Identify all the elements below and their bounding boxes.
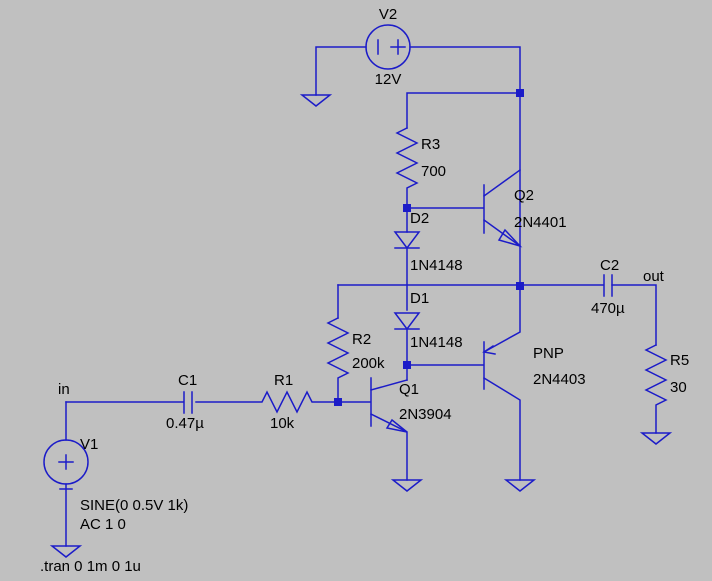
wire-v2-ground	[315, 46, 367, 96]
v2-value-label: 12V	[375, 71, 402, 88]
q1-npn-transistor[interactable]	[369, 377, 408, 481]
r2-resistor[interactable]	[326, 316, 350, 403]
v1-ac-label: AC 1 0	[80, 516, 126, 533]
ground-symbol-r5	[639, 432, 673, 445]
v1-source[interactable]	[43, 439, 89, 490]
d1-name-label: D1	[410, 290, 429, 307]
ground-symbol-pnp	[503, 479, 537, 492]
r2-value-label: 200k	[352, 355, 385, 372]
r3-value-label: 700	[421, 163, 446, 180]
c1-value-label: 0.47µ	[166, 415, 204, 432]
d2-model-label: 1N4148	[410, 257, 463, 274]
d2-diode[interactable]	[393, 231, 421, 250]
c2-value-label: 470µ	[591, 300, 625, 317]
q1-name-label: Q1	[399, 381, 419, 398]
r1-name-label: R1	[274, 372, 293, 389]
out-net-label: out	[643, 268, 665, 285]
pnp-transistor[interactable]	[482, 284, 521, 481]
ground-symbol-v1	[49, 545, 83, 558]
wire-rail-to-r3	[406, 92, 521, 129]
c2-name-label: C2	[600, 257, 619, 274]
v2-source[interactable]	[365, 24, 411, 70]
r5-name-label: R5	[670, 352, 689, 369]
sim-directive[interactable]: .tran 0 1m 0 1u	[40, 558, 141, 575]
r5-value-label: 30	[670, 379, 687, 396]
q2-model-label: 2N4401	[514, 214, 567, 231]
pnp-name-label: PNP	[533, 345, 564, 362]
v2-name-label: V2	[379, 6, 397, 23]
ground-symbol-v2	[299, 94, 333, 107]
q2-npn-transistor[interactable]	[482, 168, 523, 248]
r1-value-label: 10k	[270, 415, 295, 432]
q1-model-label: 2N3904	[399, 406, 452, 423]
r3-resistor[interactable]	[395, 126, 419, 209]
r1-resistor[interactable]	[195, 390, 339, 414]
wire-v2-supply-rail	[409, 46, 521, 286]
in-net-label: in	[58, 381, 70, 398]
d1-model-label: 1N4148	[410, 334, 463, 351]
r2-name-label: R2	[352, 331, 371, 348]
r5-resistor[interactable]	[644, 343, 668, 434]
wire-c2-out	[611, 284, 657, 346]
c1-capacitor[interactable]	[183, 391, 193, 414]
junction-dot	[516, 89, 524, 97]
r3-name-label: R3	[421, 136, 440, 153]
d2-name-label: D2	[410, 210, 429, 227]
d1-diode[interactable]	[393, 312, 421, 331]
pnp-model-label: 2N4403	[533, 371, 586, 388]
q2-name-label: Q2	[514, 187, 534, 204]
v1-value-label: SINE(0 0.5V 1k)	[80, 497, 188, 514]
v1-name-label: V1	[80, 436, 98, 453]
c1-name-label: C1	[178, 372, 197, 389]
c2-capacitor[interactable]	[603, 274, 613, 297]
ground-symbol-q1	[390, 479, 424, 492]
